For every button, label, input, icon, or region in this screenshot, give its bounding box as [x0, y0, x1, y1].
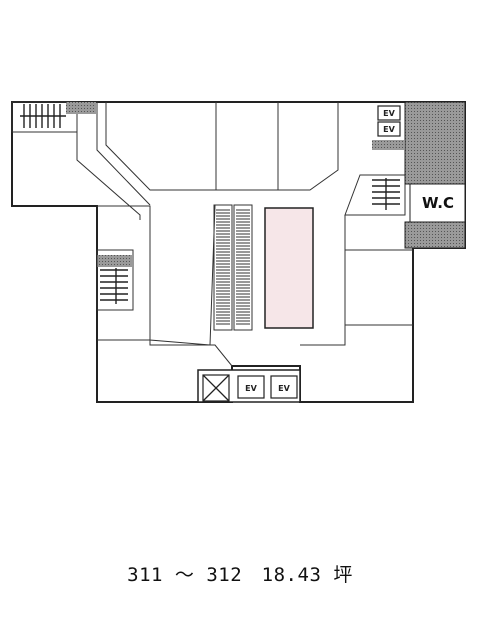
elevator-upper-1: EV	[377, 105, 401, 121]
service-core	[404, 101, 466, 249]
staircase-upper-left	[11, 101, 96, 133]
upper-rooms	[105, 102, 339, 191]
staircase-upper-right	[344, 140, 406, 216]
corridor-wall	[76, 132, 141, 220]
elevator-lower-2: EV	[270, 375, 298, 399]
staircase-lower-left	[96, 249, 134, 311]
escalator-steps	[216, 209, 250, 325]
svg-text:EV: EV	[245, 384, 257, 393]
elevator-lower-1: EV	[237, 375, 265, 399]
highlighted-unit	[264, 207, 314, 329]
elevator-upper-2: EV	[377, 121, 401, 137]
wc-label: W.C	[422, 194, 454, 212]
svg-text:EV: EV	[278, 384, 290, 393]
escalators	[149, 204, 253, 346]
floor-caption: 311 ～ 312 18.43 坪	[127, 564, 353, 586]
svg-text:EV: EV	[383, 125, 395, 134]
right-rooms	[300, 215, 413, 346]
svg-text:EV: EV	[383, 109, 395, 118]
shaft-crossed-box	[202, 374, 230, 402]
